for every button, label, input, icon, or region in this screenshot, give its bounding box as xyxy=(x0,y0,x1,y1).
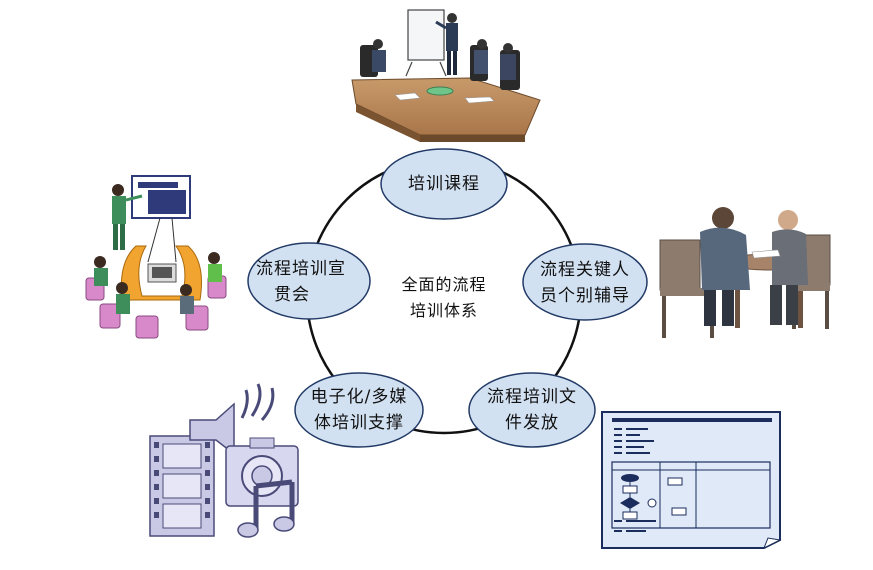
node-coaching-shape xyxy=(522,243,648,321)
node-coaching: 流程关键人 员个别辅导 xyxy=(523,256,647,310)
multimedia-illustration xyxy=(149,383,299,538)
node-seminar-shape xyxy=(247,242,371,320)
node-documents: 流程培训文 件发放 xyxy=(469,383,595,437)
one-on-one-coaching-illustration xyxy=(659,207,831,338)
node-course-shape xyxy=(380,148,508,220)
node-multimedia: 电子化/多媒 体培训支撑 xyxy=(295,383,423,437)
node-course-label: 培训课程 xyxy=(408,174,480,194)
center-label-line1: 全面的流程 xyxy=(401,275,487,294)
center-label: 全面的流程 培训体系 xyxy=(384,270,504,326)
node-seminar-label-line2: 贯会 xyxy=(274,285,310,305)
process-document-illustration xyxy=(601,411,782,550)
node-documents-label-line2: 件发放 xyxy=(505,413,559,433)
node-coaching-label-line1: 流程关键人 xyxy=(540,260,630,280)
node-documents-shape xyxy=(468,372,596,448)
node-documents-label-line1: 流程培训文 xyxy=(487,387,577,407)
node-coaching-label-line2: 员个别辅导 xyxy=(540,286,630,306)
node-seminar-label-line1: 流程培训宣 xyxy=(256,259,346,279)
node-course: 培训课程 xyxy=(381,166,507,202)
node-seminar: 流程培训宣 贯会 xyxy=(248,255,370,309)
presentation-meeting-illustration xyxy=(351,9,541,142)
node-multimedia-label-line1: 电子化/多媒 xyxy=(310,387,408,407)
center-label-line2: 培训体系 xyxy=(409,301,478,320)
node-multimedia-label-line2: 体培训支撑 xyxy=(314,413,404,433)
training-seminar-illustration xyxy=(85,175,227,339)
node-multimedia-shape xyxy=(294,372,424,448)
